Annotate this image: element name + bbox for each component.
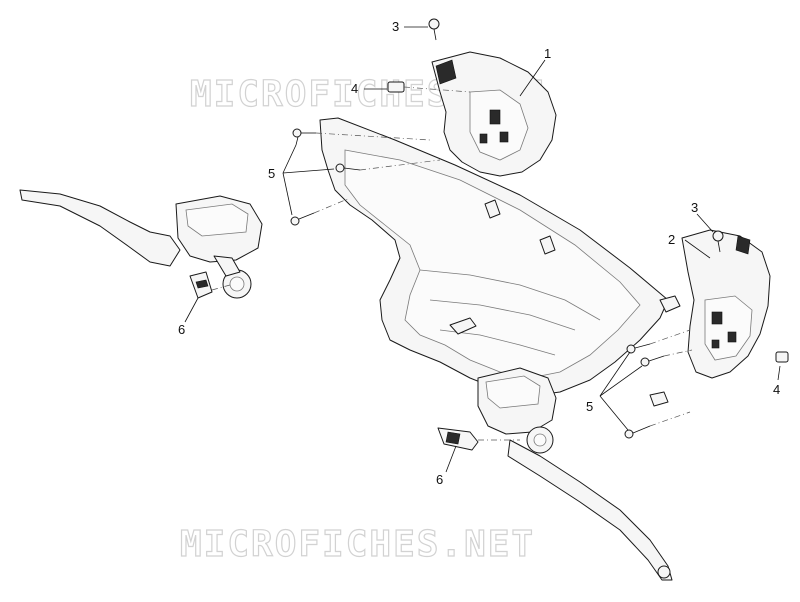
screw-3-right (712, 230, 724, 253)
left-switch-housing (431, 51, 557, 177)
screw-5-c (290, 212, 315, 226)
right-brake-master-cylinder (477, 367, 673, 581)
callout-5-right: 5 (586, 399, 593, 414)
watermark-bottom: MICROFICHES.NET (180, 524, 535, 565)
screw-5-e (640, 355, 665, 367)
callout-3-top: 3 (392, 19, 399, 34)
callout-2: 2 (668, 232, 675, 247)
screw-5-b (335, 163, 361, 173)
left-brake-master-cylinder (19, 189, 263, 299)
stop-switch-left (189, 271, 213, 299)
clip-4-right (775, 351, 789, 363)
alignment-lines (211, 86, 693, 441)
stop-switch-right (437, 427, 479, 451)
callout-6-left: 6 (178, 322, 185, 337)
callout-4-right: 4 (773, 382, 780, 397)
screw-3-top (428, 18, 440, 41)
handlebar-cover (319, 117, 681, 407)
right-switch-housing (681, 229, 771, 379)
screw-5-d (626, 343, 651, 354)
screw-5-a (292, 128, 316, 138)
callout-1: 1 (544, 46, 551, 61)
callout-leaders (184, 26, 781, 473)
screw-5-f (624, 425, 651, 439)
callout-4-left: 4 (351, 81, 358, 96)
callout-6-right: 6 (436, 472, 443, 487)
callout-5-left: 5 (268, 166, 275, 181)
callout-3-right: 3 (691, 200, 698, 215)
clip-4-left (387, 81, 405, 93)
